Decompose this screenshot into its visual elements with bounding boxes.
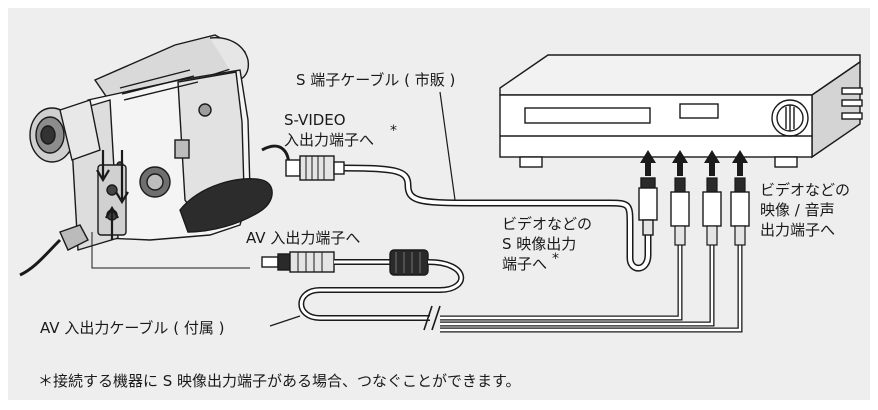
s-cable-label: S 端子ケーブル ( 市販 ) xyxy=(296,71,456,89)
arrow-up-icon xyxy=(732,150,748,176)
footnote-text: ＊接続する機器に S 映像出力端子がある場合、つなぐことができます。 xyxy=(38,372,521,390)
s-output-label-line1: ビデオなどの xyxy=(502,215,593,233)
av-output-label-line1: ビデオなどの xyxy=(760,181,851,199)
arrow-up-icon xyxy=(704,150,720,176)
camcorder-illustration xyxy=(19,34,291,277)
vcr-illustration xyxy=(499,54,863,168)
s-video-cable xyxy=(285,91,658,272)
av-output-label-line2: 映像 / 音声 xyxy=(760,201,835,219)
s-output-label-line3: 端子へ xyxy=(502,255,548,273)
asterisk-mark: * xyxy=(390,123,397,139)
arrow-up-icon xyxy=(672,150,688,176)
av-cable-label: AV 入出力ケーブル ( 付属 ) xyxy=(40,319,225,337)
connection-arrows xyxy=(640,150,748,176)
av-terminal-label: AV 入出力端子へ xyxy=(246,229,361,247)
av-cable xyxy=(261,177,750,333)
arrow-up-icon xyxy=(640,150,656,176)
av-leader-line xyxy=(91,232,250,269)
svideo-label-line2: 入出力端子へ xyxy=(284,131,375,149)
av-output-label-line3: 出力端子へ xyxy=(760,221,836,239)
s-output-label-line2: S 映像出力 xyxy=(502,235,577,253)
svideo-label-line1: S-VIDEO xyxy=(284,111,346,129)
asterisk-mark: * xyxy=(552,251,559,267)
